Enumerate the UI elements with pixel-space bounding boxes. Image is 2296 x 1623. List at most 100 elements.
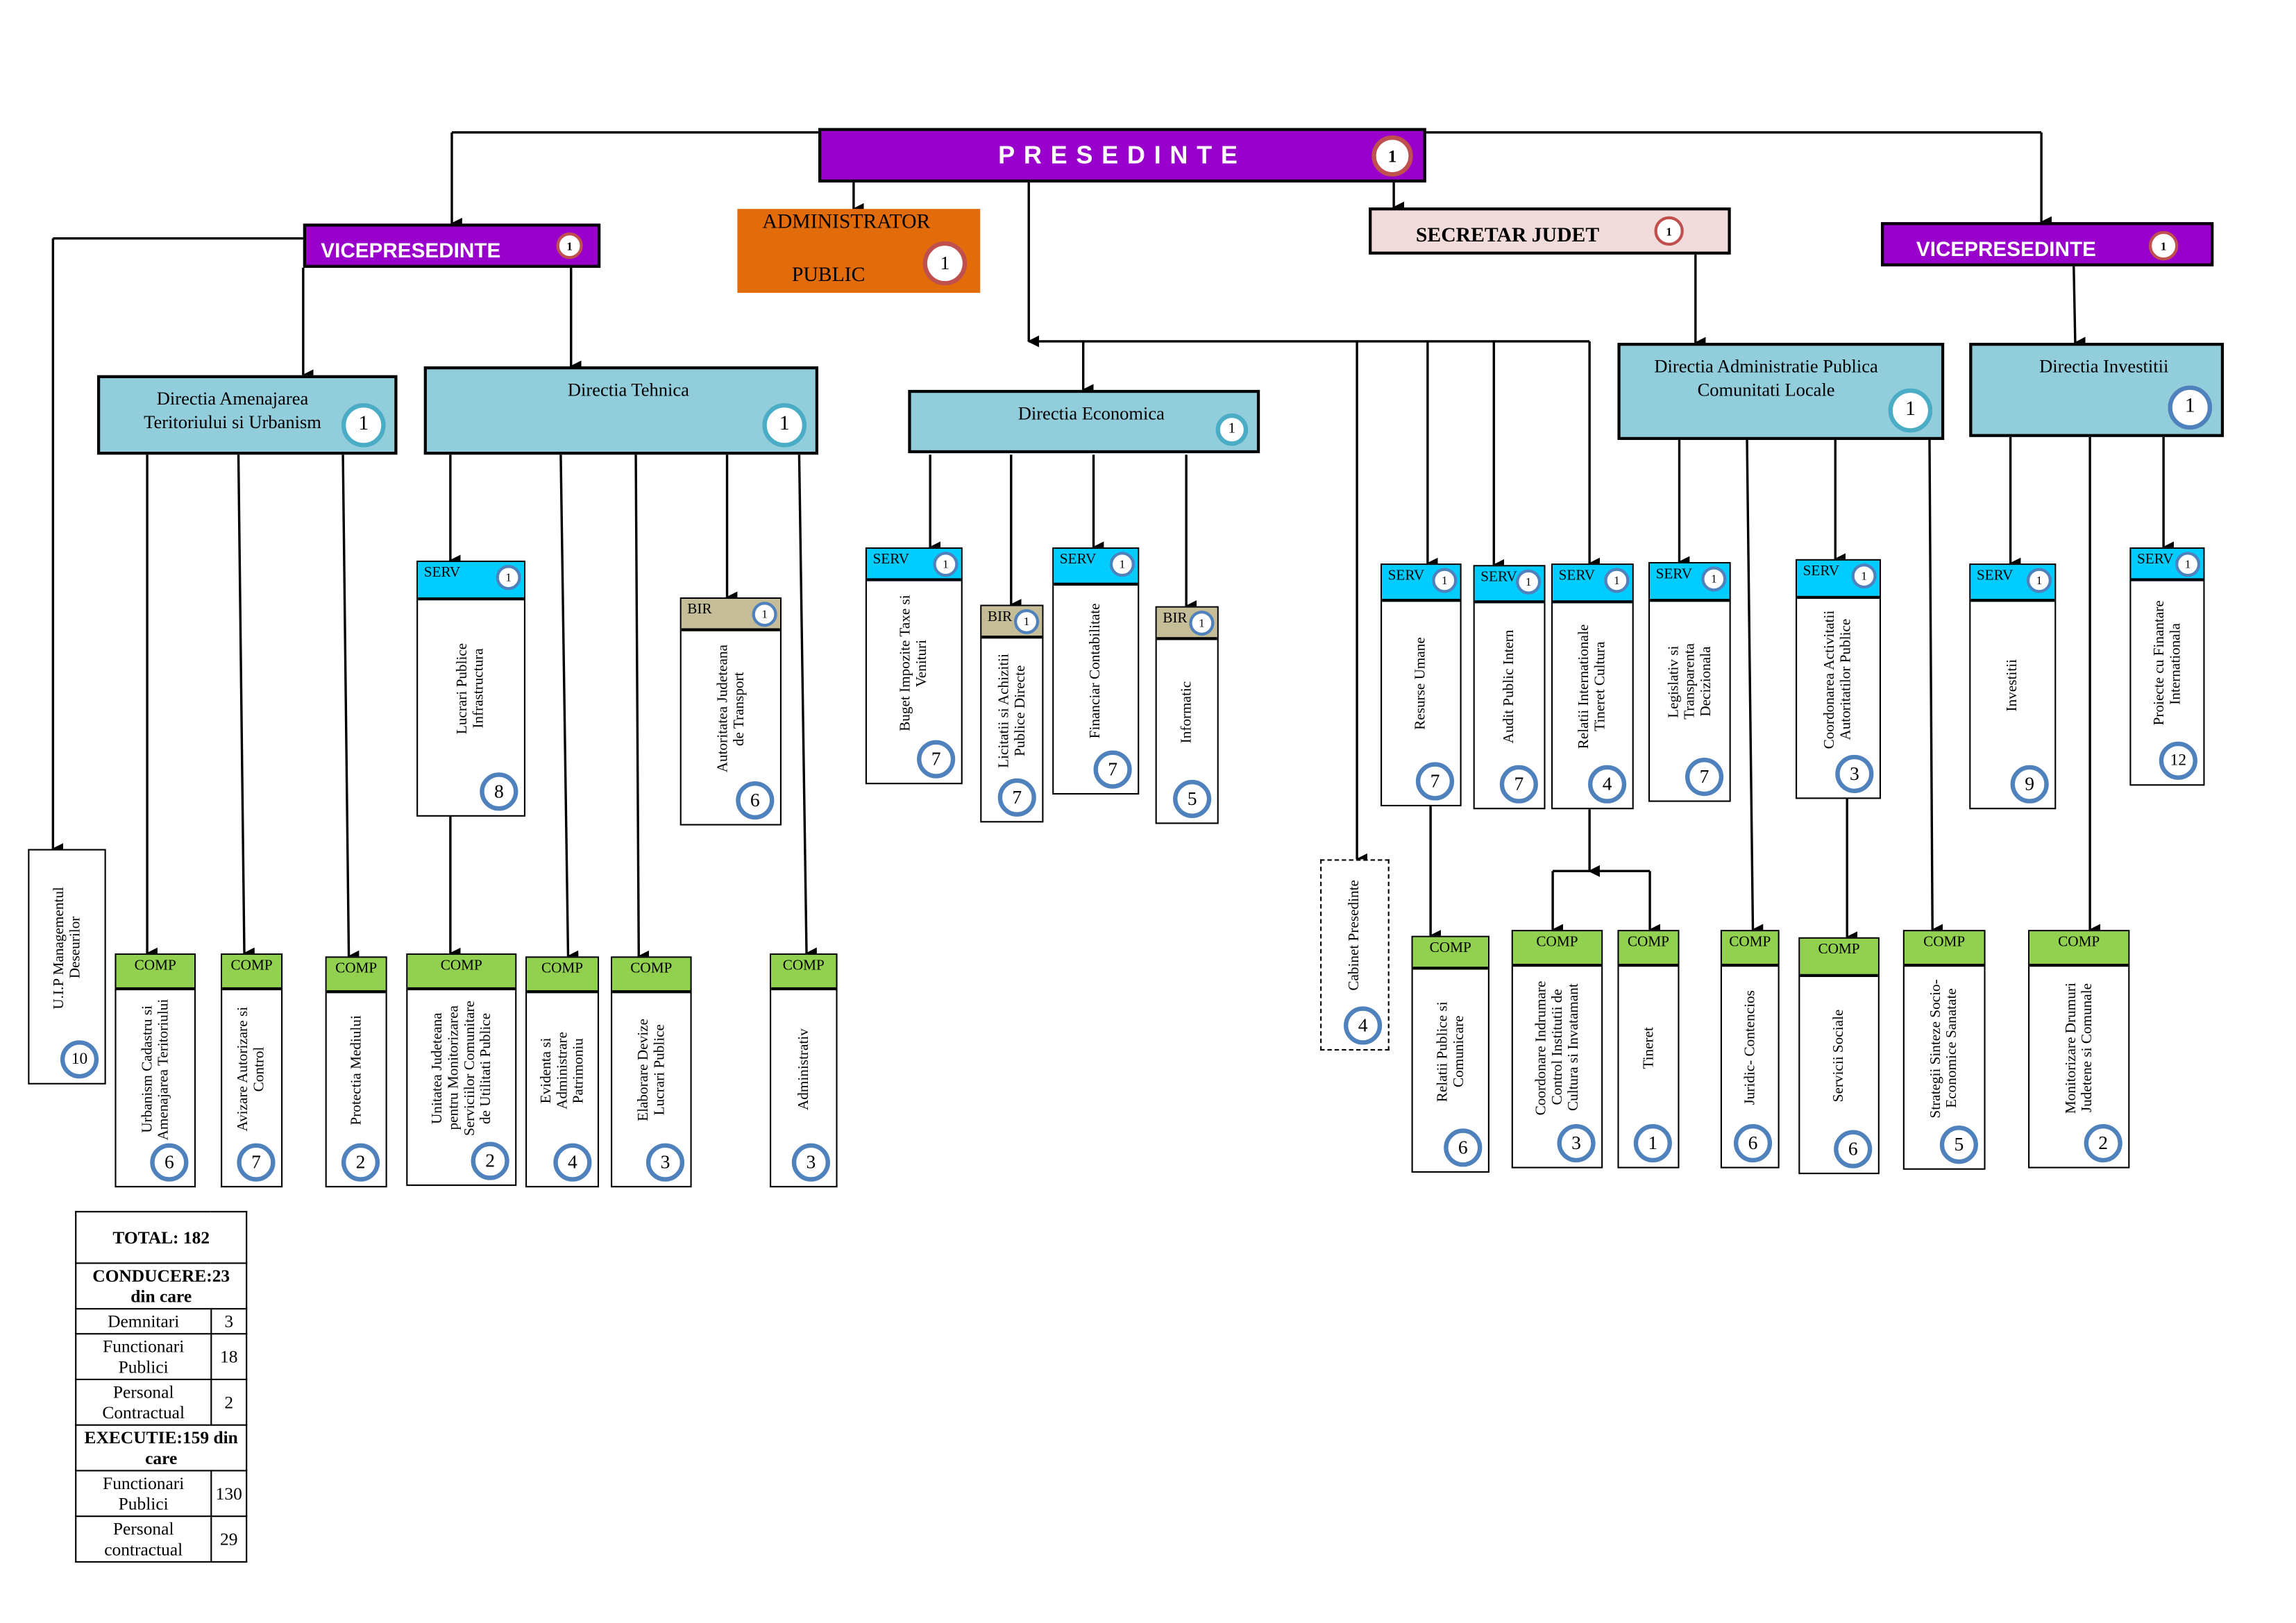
unit-count-badge: 4 (1588, 765, 1627, 804)
unit-count-badge: 5 (1173, 779, 1212, 818)
administrator-public-box[interactable]: ADMINISTRATOR PUBLIC 1 (737, 209, 981, 293)
summary-executie: EXECUTIE:159 din care (75, 1424, 248, 1472)
unit-type-header: COMP (1800, 938, 1878, 978)
unit-type: SERV (2136, 552, 2174, 568)
unit-head-count-badge: 1 (1851, 563, 1877, 589)
unit-count-badge: 9 (2010, 765, 2049, 804)
unit-label: Coordonare Indrumare Control Institutii … (1533, 980, 1582, 1115)
unit-type: COMP (440, 958, 482, 974)
summary-row-value: 29 (210, 1515, 248, 1563)
connector-line (797, 454, 818, 960)
unit-head-count-badge: 1 (1701, 566, 1727, 592)
vicepresedinte-left-count-badge: 1 (556, 232, 583, 260)
unit-count-badge: 8 (480, 772, 518, 811)
unit-label: Informatic (1179, 681, 1195, 744)
presedinte-box[interactable]: PRESEDINTE 1 (818, 128, 1426, 182)
unit-label: Juridic- Contencios (1741, 990, 1758, 1105)
staff-summary-table: TOTAL: 182 CONDUCERE:23 din care Demnita… (75, 1211, 248, 1563)
directie-count-badge: 1 (341, 403, 386, 448)
presedinte-label: PRESEDINTE (998, 140, 1247, 169)
unit-count-badge: 1 (1633, 1124, 1672, 1163)
unit-count-badge: 6 (1834, 1130, 1873, 1169)
unit-box[interactable]: COMP Juridic- Contencios 6 (1720, 930, 1780, 1169)
unit-type: COMP (1729, 934, 1771, 951)
unit-head-count-badge: 1 (2026, 568, 2052, 593)
unit-head-count-badge: 1 (1014, 609, 1040, 634)
unit-count-badge: 6 (736, 781, 775, 820)
directie-box[interactable]: Directia Economica 1 (908, 389, 1260, 454)
unit-type-header: COMP (326, 958, 386, 994)
secretar-judet-box[interactable]: SECRETAR JUDET 1 (1369, 207, 1731, 255)
connector-line (237, 454, 255, 960)
unit-head-count-badge: 1 (1516, 569, 1542, 595)
vicepresedinte-right-label: VICEPRESEDINTE (1916, 237, 2096, 261)
unit-count-badge: 7 (237, 1143, 276, 1182)
unit-label: Lucrari Publice Infrastructura (455, 643, 487, 735)
summary-row-value: 130 (210, 1470, 248, 1518)
unit-type: SERV (872, 552, 909, 568)
unit-type: COMP (1429, 940, 1471, 957)
summary-row-label: Personal contractual (75, 1515, 212, 1563)
directie-count-badge: 1 (1215, 413, 1249, 446)
summary-row-value: 2 (210, 1378, 248, 1426)
unit-label: Legislativ si Transparenta Decizionala (1665, 643, 1714, 720)
unit-label: Financiar Contabilitate (1088, 602, 1104, 738)
unit-count-badge: 3 (791, 1143, 830, 1182)
directie-box[interactable]: Directia Amenajarea Teritoriului si Urba… (96, 375, 398, 455)
unit-count-badge: 2 (341, 1143, 380, 1182)
vicepresedinte-left-box[interactable]: VICEPRESEDINTE 1 (303, 223, 601, 268)
unit-type: COMP (630, 960, 673, 978)
administrator-line2: PUBLIC (791, 264, 866, 287)
vicepresedinte-right-box[interactable]: VICEPRESEDINTE 1 (1880, 222, 2214, 266)
unit-label: Coordonarea Activitatii Autoritatilor Pu… (1822, 609, 1855, 749)
unit-label: U.I.P Managementul Deseurilor (51, 886, 83, 1009)
directie-box[interactable]: Directia Investitii 1 (1969, 343, 2225, 437)
unit-count-badge: 7 (997, 778, 1036, 817)
unit-type: SERV (423, 565, 461, 581)
unit-type: COMP (335, 960, 378, 978)
directie-box[interactable]: Directia Administratie Publica Comunitat… (1617, 343, 1945, 441)
summary-row-label: Demnitari (75, 1308, 212, 1335)
unit-count-badge: 6 (1733, 1124, 1773, 1163)
summary-row-value: 18 (210, 1333, 248, 1381)
connector-line (341, 454, 360, 962)
unit-type: SERV (1655, 566, 1693, 583)
directie-box[interactable]: Directia Tehnica 1 (423, 366, 818, 455)
unit-type-header: COMP (771, 955, 836, 991)
unit-type-header: COMP (2029, 931, 2129, 967)
